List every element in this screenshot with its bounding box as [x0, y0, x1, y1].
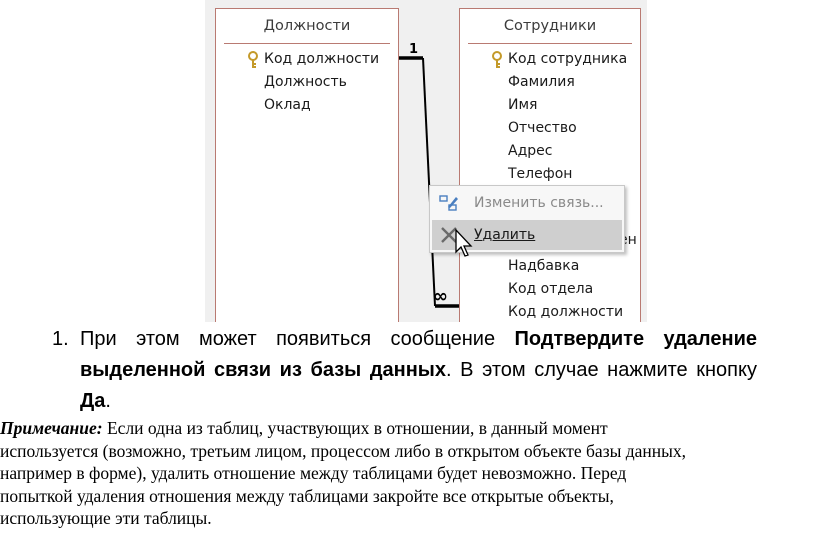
- table-positions-title: Должности: [224, 9, 390, 44]
- mouse-cursor-icon: [455, 228, 473, 257]
- menu-item-delete[interactable]: Удалить: [432, 220, 622, 250]
- note-line: использующие эти таблицы.: [0, 508, 212, 528]
- note-line: попыткой удаления отношения между таблиц…: [0, 485, 614, 506]
- table-employees[interactable]: Сотрудники Код сотрудника Фамилия Имя От…: [459, 8, 641, 322]
- menu-item-edit-relationship[interactable]: Изменить связь...: [432, 188, 622, 218]
- note-paragraph: Примечание: Если одна из таблиц, участву…: [0, 417, 812, 530]
- menu-item-label: Удалить: [474, 227, 536, 243]
- field-position[interactable]: Должность: [264, 74, 347, 90]
- field-phone[interactable]: Телефон: [508, 166, 573, 182]
- field-surname[interactable]: Фамилия: [508, 74, 575, 90]
- field-salary[interactable]: Оклад: [264, 97, 311, 113]
- field-department-code[interactable]: Код отдела: [508, 281, 594, 297]
- field-name[interactable]: Имя: [508, 97, 538, 113]
- step-text-start: При этом может появиться сообщение: [80, 328, 515, 350]
- relationship-one-label: 1: [409, 42, 418, 57]
- delete-x-icon: [441, 227, 457, 243]
- relationships-screenshot: Должности Код должности Должность Оклад …: [205, 0, 647, 322]
- list-number: 1.: [52, 328, 69, 350]
- field-position-code-fk[interactable]: Код должности: [508, 304, 624, 320]
- table-positions[interactable]: Должности Код должности Должность Оклад: [215, 8, 399, 322]
- field-address[interactable]: Адрес: [508, 143, 553, 159]
- yes-button-name-bold: Да: [80, 390, 106, 412]
- note-lead: Примечание:: [0, 418, 103, 438]
- field-patronymic[interactable]: Отчество: [508, 120, 577, 136]
- list-item-text: При этом может появиться сообщение Подтв…: [80, 324, 757, 417]
- primary-key-icon: [248, 51, 258, 68]
- confirm-message-bold: Подтвердите удаление выделенной связи из…: [80, 328, 757, 381]
- step-text-end: .: [105, 390, 111, 412]
- table-employees-title: Сотрудники: [468, 9, 632, 44]
- relationship-many-label: ∞: [433, 286, 448, 307]
- primary-key-icon: [492, 51, 502, 68]
- menu-item-label: Изменить связь...: [474, 195, 604, 211]
- field-position-code[interactable]: Код должности: [264, 51, 380, 67]
- note-line: например в форме), удалить отношение меж…: [0, 463, 627, 483]
- relationship-line[interactable]: 1 ∞: [205, 0, 647, 322]
- step-text-middle: . В этом случае нажмите кнопку: [446, 359, 757, 381]
- field-employee-code[interactable]: Код сотрудника: [508, 51, 628, 67]
- field-bonus[interactable]: Надбавка: [508, 258, 580, 274]
- edit-relationship-icon: [439, 195, 458, 211]
- note-line: используется (возможно, третьим лицом, п…: [0, 440, 687, 461]
- note-line: Если одна из таблиц, участвующих в отнош…: [102, 418, 608, 438]
